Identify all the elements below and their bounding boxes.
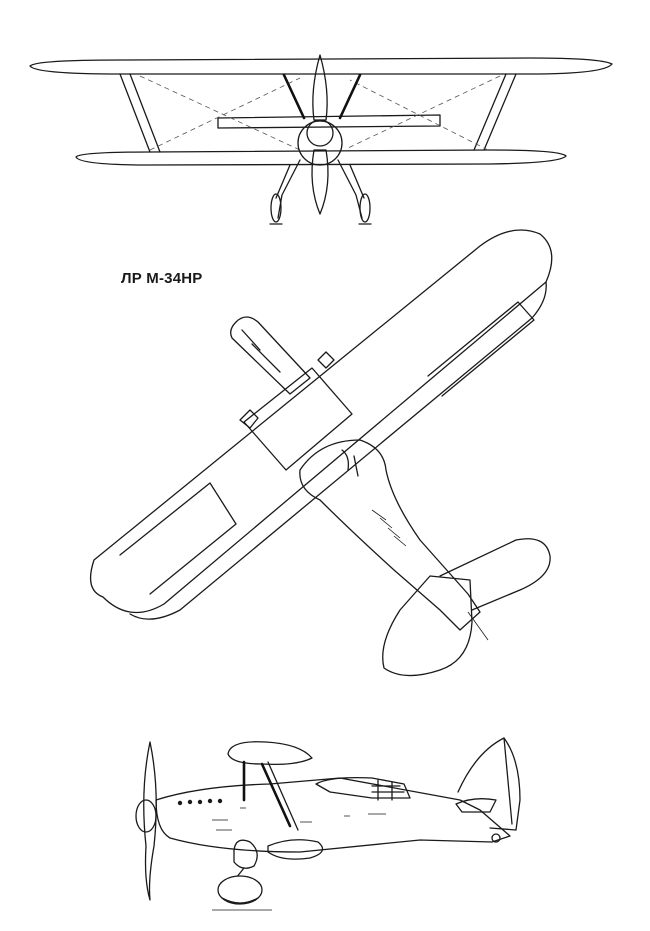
aircraft-designation-label: ЛР М-34НР — [121, 270, 203, 287]
